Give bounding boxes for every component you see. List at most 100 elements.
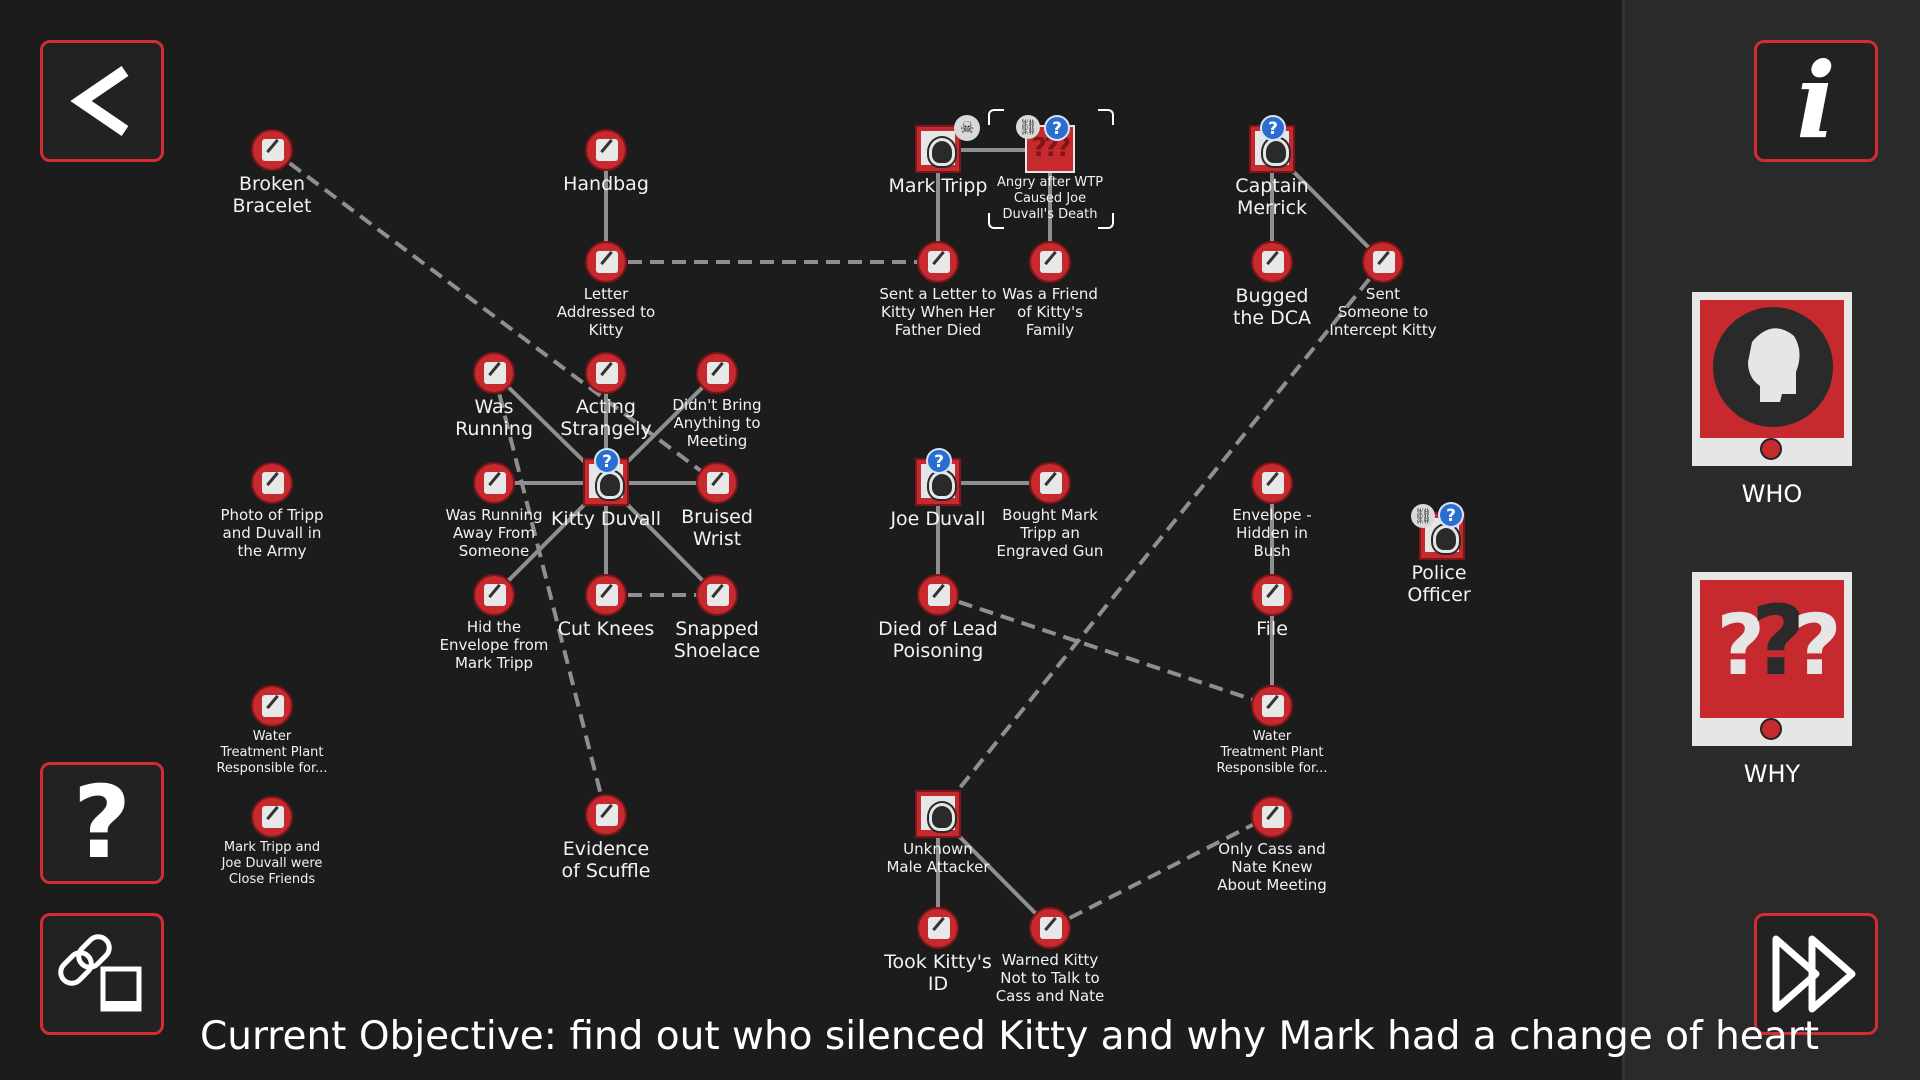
clue-note-icon [696, 462, 738, 504]
clue-sent-someone[interactable]: Sent Someone to Intercept Kitty [1283, 241, 1483, 339]
clue-water-plant-a[interactable]: Water Treatment Plant Responsible for... [172, 685, 372, 777]
clue-label: Broken Bracelet [232, 173, 312, 217]
clue-didnt-bring[interactable]: Didn't Bring Anything to Meeting [617, 352, 817, 450]
selection-bracket-bl [988, 213, 1004, 229]
clue-note-icon [1251, 685, 1293, 727]
back-button[interactable] [40, 40, 164, 162]
fast-forward-button[interactable] [1754, 913, 1878, 1035]
link-bracelet-bruised [270, 148, 719, 485]
clue-label: Water Treatment Plant Responsible for... [216, 729, 328, 776]
person-joe-duvall[interactable]: ? Joe Duvall [838, 448, 1038, 530]
help-question-icon: ? [72, 764, 131, 881]
clue-was-running[interactable]: Was Running [394, 352, 594, 440]
person-label: Police Officer [1407, 562, 1471, 606]
motive-label: Angry after WTP Caused Joe Duvall's Deat… [996, 175, 1104, 222]
clue-snapped-shoelace[interactable]: Snapped Shoelace [617, 574, 817, 662]
person-unknown-attacker[interactable]: Unknown Male Attacker [838, 790, 1038, 876]
motive-angry-after-wtp[interactable]: ??? ⛓ ? Angry after WTP Caused Joe Duval… [950, 109, 1150, 229]
clue-file[interactable]: File [1172, 574, 1372, 640]
who-indicator-dot [1760, 438, 1782, 460]
person-portrait-icon [915, 125, 961, 173]
clue-note-icon [251, 129, 293, 171]
clue-letter[interactable]: Letter Addressed to Kitty [506, 241, 706, 339]
link-mode-button[interactable] [40, 913, 164, 1035]
clue-label: Only Cass and Nate Knew About Meeting [1217, 840, 1327, 894]
link-chain-icon [58, 934, 142, 1012]
link-sentsomeone-unknown [936, 260, 1385, 817]
person-captain-merrick[interactable]: ? Captain Merrick [1172, 115, 1372, 219]
clue-label: Handbag [563, 173, 649, 195]
clue-warned-kitty[interactable]: Warned Kitty Not to Talk to Cass and Nat… [950, 907, 1150, 1005]
clue-note-icon [585, 352, 627, 394]
clue-lead-poisoning[interactable]: Died of Lead Poisoning [838, 574, 1038, 662]
who-card[interactable] [1692, 292, 1852, 466]
link-warned-onlycass [1049, 813, 1273, 930]
person-portrait-icon [1249, 125, 1295, 173]
clue-bugged-dca[interactable]: Bugged the DCA [1172, 241, 1372, 329]
clue-bought-gun[interactable]: Bought Mark Tripp an Engraved Gun [950, 462, 1150, 560]
selection-bracket-tr [1098, 109, 1114, 125]
current-objective-text: Current Objective: find out who silenced… [200, 1014, 1820, 1059]
skull-icon: ☠ [954, 115, 980, 141]
person-kitty-duvall[interactable]: ? Kitty Duvall [506, 448, 706, 530]
clue-took-id[interactable]: Took Kitty's ID [838, 907, 1038, 995]
clue-water-plant-b[interactable]: Water Treatment Plant Responsible for... [1172, 685, 1372, 777]
clue-evidence-scuffle[interactable]: Evidence of Scuffle [506, 794, 706, 882]
person-police-officer[interactable]: ⛓ ? Police Officer [1339, 502, 1539, 606]
selection-bracket-tl [988, 109, 1004, 125]
fast-forward-icon [1772, 935, 1856, 1013]
person-label: Joe Duvall [890, 508, 986, 530]
clue-label: Was a Friend of Kitty's Family [1002, 285, 1098, 339]
info-button[interactable]: i [1754, 40, 1878, 162]
clue-note-icon [585, 129, 627, 171]
clue-acting-strangely[interactable]: Acting Strangely [506, 352, 706, 440]
info-icon: i [1796, 39, 1836, 162]
clue-label: Warned Kitty Not to Talk to Cass and Nat… [995, 951, 1105, 1005]
person-mark-tripp[interactable]: ☠ Mark Tripp [838, 115, 1038, 197]
clue-note-icon [1029, 241, 1071, 283]
why-question-icon: ??? [1716, 585, 1841, 697]
clue-label: Sent a Letter to Kitty When Her Father D… [879, 285, 997, 339]
clue-note-icon [1362, 241, 1404, 283]
clue-hid-envelope[interactable]: Hid the Envelope from Mark Tripp [394, 574, 594, 672]
clue-running-away[interactable]: Was Running Away From Someone [394, 462, 594, 560]
clue-handbag[interactable]: Handbag [506, 129, 706, 195]
clue-note-icon [585, 574, 627, 616]
clue-note-icon [473, 574, 515, 616]
link-chain-icon: ⛓ [1016, 115, 1040, 139]
person-label: Captain Merrick [1235, 175, 1309, 219]
clue-note-icon [473, 462, 515, 504]
clue-label: Was Running [455, 396, 533, 440]
clue-photo-army[interactable]: Photo of Tripp and Duvall in the Army [172, 462, 372, 560]
clue-label: Sent Someone to Intercept Kitty [1329, 285, 1437, 339]
back-arrow-icon [70, 66, 129, 136]
clue-close-friends[interactable]: Mark Tripp and Joe Duvall were Close Fri… [172, 796, 372, 888]
clue-broken-bracelet[interactable]: Broken Bracelet [172, 129, 372, 217]
clue-label: Bought Mark Tripp an Engraved Gun [996, 506, 1104, 560]
clue-only-cass[interactable]: Only Cass and Nate Knew About Meeting [1172, 796, 1372, 894]
clue-label: Mark Tripp and Joe Duvall were Close Fri… [221, 840, 323, 887]
clue-bruised-wrist[interactable]: Bruised Wrist [617, 462, 817, 550]
unknown-question-icon: ? [926, 448, 952, 474]
link-chain-icon: ⛓ [1411, 504, 1435, 528]
clue-note-icon [1029, 907, 1071, 949]
person-label: Kitty Duvall [550, 508, 662, 530]
help-button[interactable]: ? [40, 762, 164, 884]
clue-label: Bugged the DCA [1232, 285, 1312, 329]
clue-sent-letter[interactable]: Sent a Letter to Kitty When Her Father D… [838, 241, 1038, 339]
person-label: Mark Tripp [888, 175, 988, 197]
clue-cut-knees[interactable]: Cut Knees [506, 574, 706, 640]
clue-note-icon [251, 462, 293, 504]
person-label: Unknown Male Attacker [886, 840, 990, 876]
clue-label: Died of Lead Poisoning [878, 618, 998, 662]
clue-note-icon [696, 574, 738, 616]
clue-note-icon [585, 241, 627, 283]
clue-label: Bruised Wrist [681, 506, 753, 550]
clue-label: Took Kitty's ID [884, 951, 992, 995]
clue-envelope-bush[interactable]: Envelope - Hidden in Bush [1172, 462, 1372, 560]
why-card[interactable]: ??? [1692, 572, 1852, 746]
why-label: WHY [1743, 760, 1801, 788]
clue-label: Water Treatment Plant Responsible for... [1216, 729, 1328, 776]
clue-friend-family[interactable]: Was a Friend of Kitty's Family [950, 241, 1150, 339]
